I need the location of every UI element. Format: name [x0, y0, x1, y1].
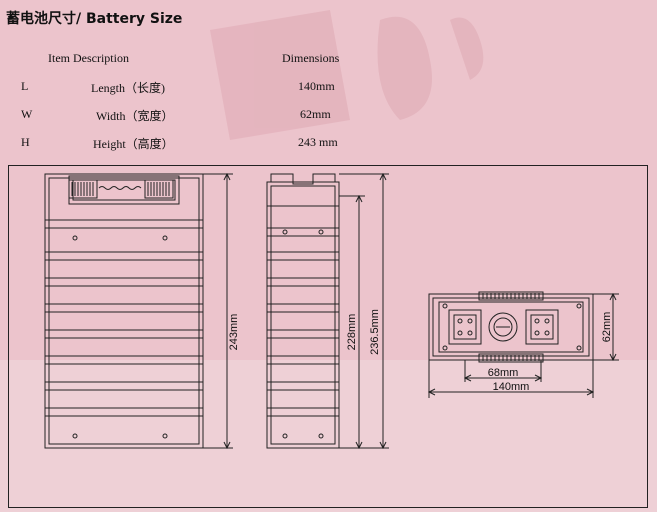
top-view [428, 291, 594, 363]
front-view [44, 173, 204, 449]
row-description: Width（宽度） [96, 109, 174, 123]
row-description: Height（高度） [93, 137, 174, 151]
page-title: 蓄电池尺寸/ Battery Size [6, 11, 183, 27]
side-height-outer-label: 236.5mm [369, 309, 381, 355]
row-code: L [21, 79, 29, 93]
top-length-label: 140mm [493, 381, 530, 393]
battery-drawing: 243mm 228mm 236.5mm 62mm 68mm 140mm [8, 165, 648, 508]
row-value: 62mm [300, 107, 331, 121]
header-item-description: Item Description [48, 51, 129, 65]
terminal-spacing-label: 68mm [488, 367, 519, 379]
row-value: 140mm [298, 79, 335, 93]
front-height-label: 243mm [228, 314, 240, 351]
row-value: 243 mm [298, 135, 338, 149]
row-code: W [21, 107, 33, 121]
top-width-label: 62mm [601, 312, 613, 343]
header-dimensions: Dimensions [282, 51, 340, 65]
side-view [266, 173, 340, 449]
side-height-inner-label: 228mm [346, 314, 358, 351]
row-code: H [21, 135, 30, 149]
row-description: Length（长度) [91, 81, 165, 95]
